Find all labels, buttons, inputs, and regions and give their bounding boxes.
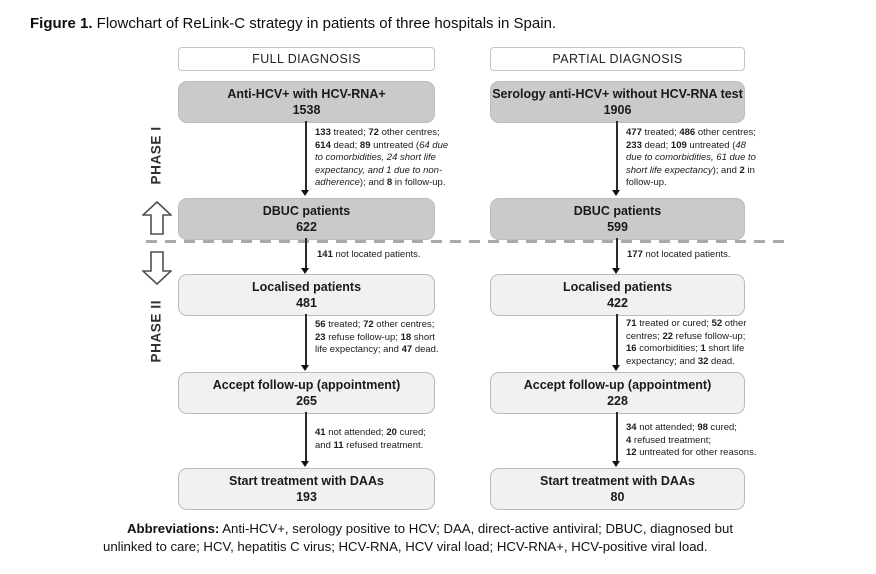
box-partial-source: Serology anti-HCV+ without HCV-RNA test … <box>490 81 745 123</box>
phase-1-label: PHASE I <box>148 126 164 185</box>
box-full-localised: Localised patients 481 <box>178 274 435 316</box>
phase-divider <box>146 240 788 243</box>
box-full-treatment-count: 193 <box>296 490 317 504</box>
flow-arrow-line <box>305 314 307 365</box>
box-full-accept: Accept follow-up (appointment) 265 <box>178 372 435 414</box>
flow-arrow-line <box>616 121 618 190</box>
flow-arrow-line <box>305 238 307 268</box>
annotation-partial-phase1-outcomes: 477 treated; 486 other centres; 233 dead… <box>626 127 756 189</box>
box-full-dbuc: DBUC patients 622 <box>178 198 435 240</box>
flow-arrow-head <box>612 461 620 467</box>
flow-arrow-head <box>612 268 620 274</box>
box-full-source-count: 1538 <box>292 103 321 117</box>
figure-title: Figure 1. Flowchart of ReLink-C strategy… <box>30 15 557 32</box>
box-partial-dbuc-label: DBUC patients <box>573 203 662 218</box>
box-partial-dbuc: DBUC patients 599 <box>490 198 745 240</box>
box-partial-treatment-count: 80 <box>610 490 625 504</box>
flow-arrow-head <box>612 365 620 371</box>
annotation-full-phase1-outcomes: 133 treated; 72 other centres; 614 dead;… <box>315 127 449 189</box>
box-partial-treatment-label: Start treatment with DAAs <box>540 473 695 488</box>
phase-down-arrow-icon <box>142 251 172 285</box>
box-partial-accept: Accept follow-up (appointment) 228 <box>490 372 745 414</box>
annotation-full-localised-outcomes: 56 treated; 72 other centres; 23 refuse … <box>315 319 439 356</box>
flow-arrow-line <box>616 238 618 268</box>
phase-up-arrow-icon <box>142 201 172 235</box>
flow-arrow-line <box>305 412 307 461</box>
flow-arrow-line <box>616 314 618 365</box>
annotation-full-followup-outcomes: 41 not attended; 20 cured; and 11 refuse… <box>315 427 426 451</box>
box-partial-source-count: 1906 <box>603 103 632 117</box>
annotation-full-not-located: 141 not located patients. <box>317 249 421 260</box>
box-full-localised-label: Localised patients <box>251 279 362 294</box>
box-partial-localised-label: Localised patients <box>562 279 673 294</box>
flow-arrow-head <box>301 190 309 196</box>
phase-2-label: PHASE II <box>148 299 164 363</box>
flow-arrow-head <box>301 365 309 371</box>
box-partial-dbuc-count: 599 <box>607 220 628 234</box>
annotation-partial-not-located: 177 not located patients. <box>627 249 731 260</box>
box-full-accept-count: 265 <box>296 394 317 408</box>
box-partial-treatment: Start treatment with DAAs 80 <box>490 468 745 510</box>
flow-arrow-line <box>616 412 618 461</box>
box-full-dbuc-count: 622 <box>296 220 317 234</box>
column-header-full-diagnosis: FULL DIAGNOSIS <box>178 47 435 71</box>
box-full-treatment-label: Start treatment with DAAs <box>229 473 384 488</box>
box-partial-accept-label: Accept follow-up (appointment) <box>523 377 712 392</box>
column-header-partial-diagnosis: PARTIAL DIAGNOSIS <box>490 47 745 71</box>
flow-arrow-line <box>305 121 307 190</box>
box-partial-localised-count: 422 <box>607 296 628 310</box>
box-full-source-label: Anti-HCV+ with HCV-RNA+ <box>227 86 386 101</box>
box-full-dbuc-label: DBUC patients <box>262 203 351 218</box>
box-partial-localised: Localised patients 422 <box>490 274 745 316</box>
box-full-accept-label: Accept follow-up (appointment) <box>212 377 401 392</box>
box-partial-source-label: Serology anti-HCV+ without HCV-RNA test <box>492 86 743 101</box>
box-partial-accept-count: 228 <box>607 394 628 408</box>
box-full-localised-count: 481 <box>296 296 317 310</box>
flow-arrow-head <box>301 268 309 274</box>
annotation-partial-localised-outcomes: 71 treated or cured; 52 other centres; 2… <box>626 318 747 367</box>
abbreviations-footnote: Abbreviations: Anti-HCV+, serology posit… <box>103 521 734 554</box>
box-full-treatment: Start treatment with DAAs 193 <box>178 468 435 510</box>
flow-arrow-head <box>612 190 620 196</box>
box-full-source: Anti-HCV+ with HCV-RNA+ 1538 <box>178 81 435 123</box>
annotation-partial-followup-outcomes: 34 not attended; 98 cured; 4 refused tre… <box>626 422 757 459</box>
flow-arrow-head <box>301 461 309 467</box>
